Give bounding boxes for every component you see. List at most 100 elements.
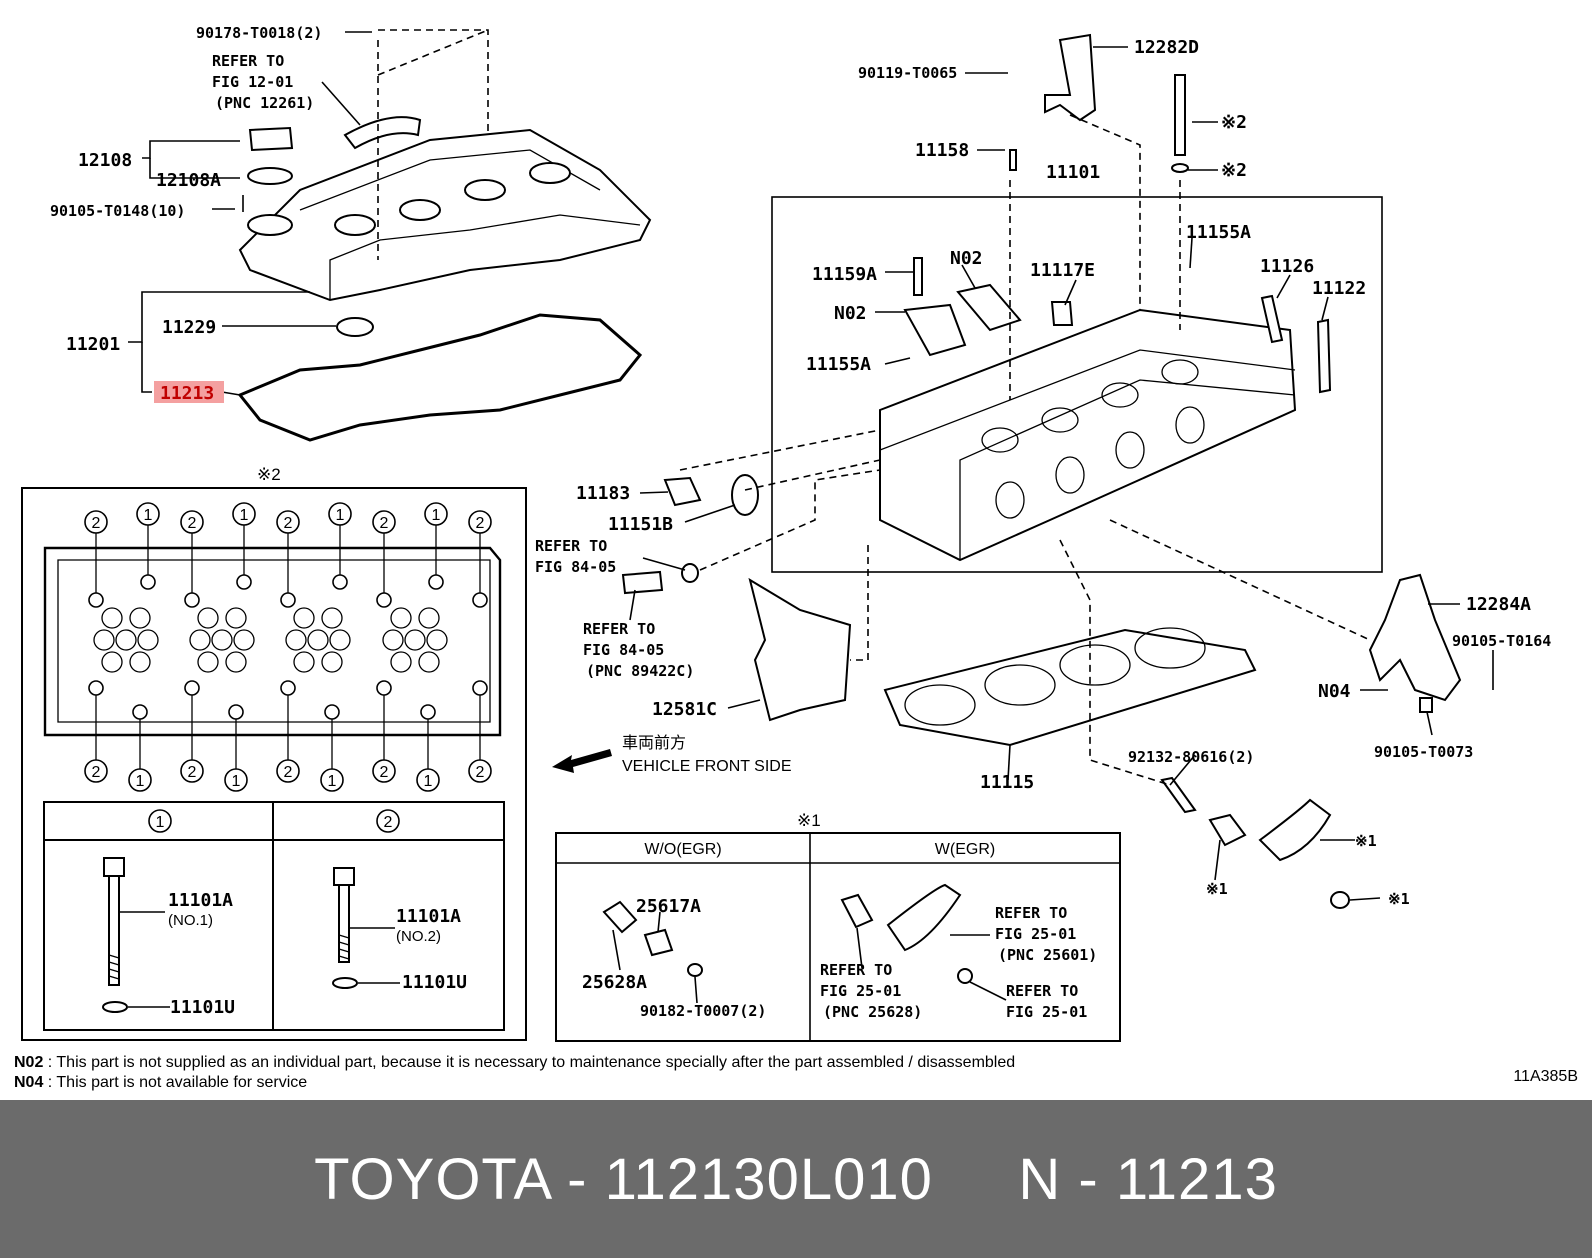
bolt-callout-top-2-1: 2 xyxy=(92,515,101,532)
labels-valve-cover: 90178-T0018(2) REFER TO FIG 12-01 (PNC 1… xyxy=(50,24,322,404)
label-12282D: 12282D xyxy=(1134,37,1199,58)
highlight-11213 xyxy=(154,381,224,403)
head-port-c2 xyxy=(233,629,255,651)
bolt-callout-top-2-3-circle xyxy=(276,510,300,534)
bolt-callout-bottom-2-3: 2 xyxy=(284,764,293,781)
bolt-type-2-header-circle xyxy=(376,809,400,833)
bolt-callout-top-2-2-circle xyxy=(180,510,204,534)
valve-cover-gasket xyxy=(237,313,643,442)
ref-25-01a-line1: REFER TO xyxy=(995,904,1067,922)
label-11115: 11115 xyxy=(980,772,1034,793)
head-port-c2 xyxy=(197,607,219,629)
bolt-callout-bottom-2-3-hole xyxy=(280,680,296,696)
ref-84-05b-line1: REFER TO xyxy=(583,620,655,638)
bolt-callout-top-2-2-hole xyxy=(184,592,200,608)
ref-12-01-line2: FIG 12-01 xyxy=(212,73,293,91)
note-N04-text: : This part is not available for service xyxy=(43,1074,308,1091)
bolt-callout-top-1-3: 1 xyxy=(336,507,345,524)
head-port-c3 xyxy=(293,607,315,629)
bolt-callout-bottom-1-2-hole xyxy=(228,704,244,720)
bolt-callout-bottom-1-4: 1 xyxy=(424,773,433,790)
bolt-callout-top-2-2: 2 xyxy=(188,515,197,532)
bolt-callout-top-2-5-circle xyxy=(468,510,492,534)
label-12581C: 12581C xyxy=(652,699,717,720)
bolt-callout-top-2-1-hole xyxy=(88,592,104,608)
head-port-c1 xyxy=(137,629,159,651)
label-11229: 11229 xyxy=(162,317,216,338)
label-11126: 11126 xyxy=(1260,256,1314,277)
head-port-c1 xyxy=(101,607,123,629)
bolt-callout-bottom-1-1: 1 xyxy=(136,773,145,790)
bolt-callout-bottom-1-2-circle xyxy=(224,768,248,792)
bolt-callout-top-1-1-hole xyxy=(140,574,156,590)
note-1-gasket: ※1 xyxy=(1206,880,1228,898)
label-25617A: 25617A xyxy=(636,896,701,917)
note-1-pipe: ※1 xyxy=(1355,832,1377,850)
ref-84-05a-line2: FIG 84-05 xyxy=(535,558,616,576)
head-port-c3 xyxy=(285,629,307,651)
label-11122: 11122 xyxy=(1312,278,1366,299)
labels-cylinder-head: 12282D 90119-T0065 11158 11101 ※2 ※2 111… xyxy=(535,37,1551,908)
cylinder-head xyxy=(621,33,1494,722)
head-port-c2 xyxy=(189,629,211,651)
label-11183: 11183 xyxy=(576,483,630,504)
head-port-c4 xyxy=(418,607,440,629)
head-port-c4 xyxy=(404,629,426,651)
bolt-callout-bottom-2-1: 2 xyxy=(92,764,101,781)
bolt-callout-top-2-5: 2 xyxy=(476,515,485,532)
label-25628A: 25628A xyxy=(582,972,647,993)
head-port-c1 xyxy=(129,607,151,629)
valve-cover-leaders xyxy=(128,29,489,396)
bolt-callout-bottom-2-4-hole xyxy=(376,680,392,696)
note-N02-code: N02 xyxy=(14,1054,44,1071)
head-port-c1 xyxy=(101,651,123,673)
bolt-callout-top-1-4-circle xyxy=(424,502,448,526)
vehicle-front-indicator: 車両前方 VEHICLE FRONT SIDE xyxy=(552,734,792,775)
bolt-callout-top-2-5-hole xyxy=(472,592,488,608)
label-12108A: 12108A xyxy=(156,170,221,191)
bolt-callout-top-1-1-circle xyxy=(136,502,160,526)
ref-25-01a-line2: FIG 25-01 xyxy=(995,925,1076,943)
bolt-callout-bottom-2-5-circle xyxy=(468,759,492,783)
note-N02-text: : This part is not supplied as an indivi… xyxy=(43,1054,1016,1071)
bolt-callout-bottom-1-3-hole xyxy=(324,704,340,720)
bolt-callout-bottom-2-1-hole xyxy=(88,680,104,696)
label-90178: 90178-T0018(2) xyxy=(196,24,322,42)
ref-25-01b-line2: FIG 25-01 xyxy=(820,982,901,1000)
bolt-callout-top-1-1: 1 xyxy=(144,507,153,524)
head-port-c3 xyxy=(307,629,329,651)
label-11101A-no1: 11101A xyxy=(168,890,233,911)
head-port-c2 xyxy=(225,607,247,629)
head-port-c3 xyxy=(321,607,343,629)
label-11213-highlighted[interactable]: 11213 xyxy=(160,383,214,404)
diagram-id: 11A385B xyxy=(1513,1068,1578,1085)
footer-part-title: TOYOTA - 112130L010 N - 11213 xyxy=(314,1146,1278,1212)
bolt-box-title: ※2 xyxy=(257,465,281,484)
footer-bar: TOYOTA - 112130L010 N - 11213 xyxy=(0,1100,1592,1258)
bolt-callout-bottom-2-2-hole xyxy=(184,680,200,696)
head-port-c4 xyxy=(418,651,440,673)
egr-pipe xyxy=(1160,776,1350,909)
label-90119-T0065: 90119-T0065 xyxy=(858,64,957,82)
note-N02: N02 : This part is not supplied as an in… xyxy=(14,1054,1015,1072)
bolt-callout-top-2-4-hole xyxy=(376,592,392,608)
front-arrow-icon xyxy=(552,749,612,773)
bolt-callout-bottom-2-2-circle xyxy=(180,759,204,783)
bolt-callout-bottom-2-4-circle xyxy=(372,759,396,783)
note-2-bolt: ※2 xyxy=(1221,112,1247,133)
label-92132-80616: 92132-80616(2) xyxy=(1128,748,1254,766)
label-11101: 11101 xyxy=(1046,162,1100,183)
label-11101U-no2: 11101U xyxy=(402,972,467,993)
header-without-egr: W/O(EGR) xyxy=(644,841,721,858)
bolt-type-1-header-circle xyxy=(148,809,172,833)
label-11101A-no2: 11101A xyxy=(396,906,461,927)
head-port-c3 xyxy=(329,629,351,651)
label-11155A-lower: 11155A xyxy=(806,354,871,375)
bolt-callout-bottom-1-3: 1 xyxy=(328,773,337,790)
bolt-type-1-header: 1 xyxy=(156,814,165,831)
bolt-callout-bottom-2-1-circle xyxy=(84,759,108,783)
label-90105-T0164: 90105-T0164 xyxy=(1452,632,1551,650)
ref-25-01c-line2: FIG 25-01 xyxy=(1006,1003,1087,1021)
label-11117E: 11117E xyxy=(1030,260,1095,281)
bolt-callout-bottom-2-5-hole xyxy=(472,680,488,696)
